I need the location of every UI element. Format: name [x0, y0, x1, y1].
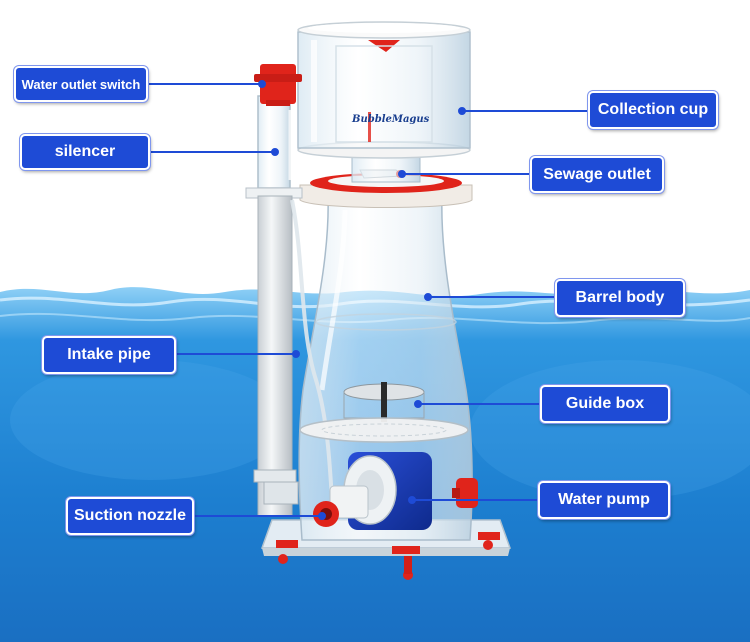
- intake-pipe-shape: [253, 195, 334, 517]
- label-water-outlet-switch: Water outlet switch: [14, 66, 148, 102]
- leader-lines: [148, 80, 588, 520]
- product-logo: BubbleMagus: [352, 114, 430, 125]
- collection-cup-shape: [297, 21, 471, 159]
- guide-box-shape: [299, 382, 469, 443]
- barrel-body-shape: [298, 195, 473, 541]
- label-suction-nozzle: Suction nozzle: [66, 497, 194, 535]
- silencer-column: [245, 64, 303, 199]
- label-intake-pipe: Intake pipe: [42, 336, 176, 374]
- label-guide-box: Guide box: [540, 385, 670, 423]
- label-silencer: silencer: [20, 134, 150, 170]
- label-barrel-body: Barrel body: [555, 279, 685, 317]
- label-sewage-outlet: Sewage outlet: [530, 156, 664, 193]
- label-water-pump: Water pump: [538, 481, 670, 519]
- label-collection-cup: Collection cup: [588, 91, 718, 129]
